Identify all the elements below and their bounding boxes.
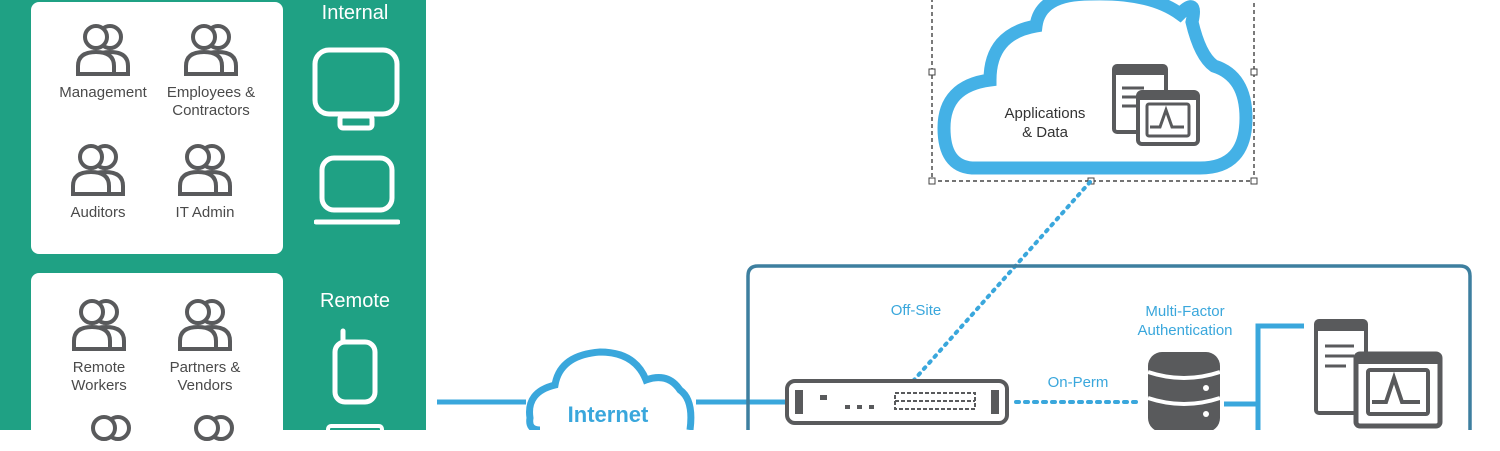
- remote-users-card: Remote Workers Partners & Vendors: [31, 273, 283, 443]
- users-icon: [71, 144, 125, 196]
- cloud-icon: [937, 0, 1253, 175]
- user-group-label: Auditors: [70, 204, 126, 221]
- internal-users-card: Management Employees & Contractors: [31, 2, 283, 254]
- users-icon: [76, 24, 130, 76]
- link-apps-bus: [1255, 323, 1304, 430]
- application-window-icon: [1112, 64, 1200, 146]
- user-group-it-admin[interactable]: IT Admin: [145, 140, 265, 222]
- application-window-icon: [1314, 319, 1443, 429]
- cloud-icon: [526, 348, 695, 430]
- laptop-icon: [314, 155, 400, 225]
- firewall-appliance-icon: [785, 379, 1009, 425]
- user-group-label: Remote Workers: [71, 359, 127, 394]
- user-group-label: Management: [59, 84, 147, 101]
- network-diagram: [437, 0, 1472, 430]
- users-icon: [184, 24, 238, 76]
- tablet-icon: [326, 424, 384, 430]
- offsite-label: Off-Site: [890, 302, 942, 319]
- onprem-frame: [746, 264, 1472, 430]
- user-group-label: IT Admin: [175, 204, 235, 221]
- link-offsite: [912, 180, 1092, 382]
- user-groups-panel: Management Employees & Contractors: [0, 0, 426, 443]
- users-icon: [178, 299, 232, 351]
- mfa-label: Multi-Factor Authentication: [1137, 303, 1233, 339]
- applications-data-label: Applications & Data: [1004, 105, 1086, 141]
- user-group-remote-workers[interactable]: Remote Workers: [39, 295, 159, 395]
- user-group-management[interactable]: Management: [43, 20, 163, 102]
- onperm-label: On-Perm: [1047, 374, 1109, 391]
- internal-section-label: Internal: [321, 2, 389, 24]
- user-group-auditors[interactable]: Auditors: [38, 140, 158, 222]
- user-group-partners-vendors[interactable]: Partners & Vendors: [145, 295, 265, 395]
- monitor-icon: [312, 47, 400, 131]
- remote-section-label: Remote: [319, 290, 391, 312]
- internet-label: Internet: [567, 402, 649, 427]
- user-group-label: Partners & Vendors: [169, 359, 241, 394]
- user-group-employees-contractors[interactable]: Employees & Contractors: [151, 20, 271, 120]
- mobile-phone-icon: [332, 328, 378, 405]
- database-icon: [1147, 352, 1221, 430]
- users-icon: [72, 299, 126, 351]
- users-icon: [178, 144, 232, 196]
- user-group-label: Employees & Contractors: [166, 84, 256, 119]
